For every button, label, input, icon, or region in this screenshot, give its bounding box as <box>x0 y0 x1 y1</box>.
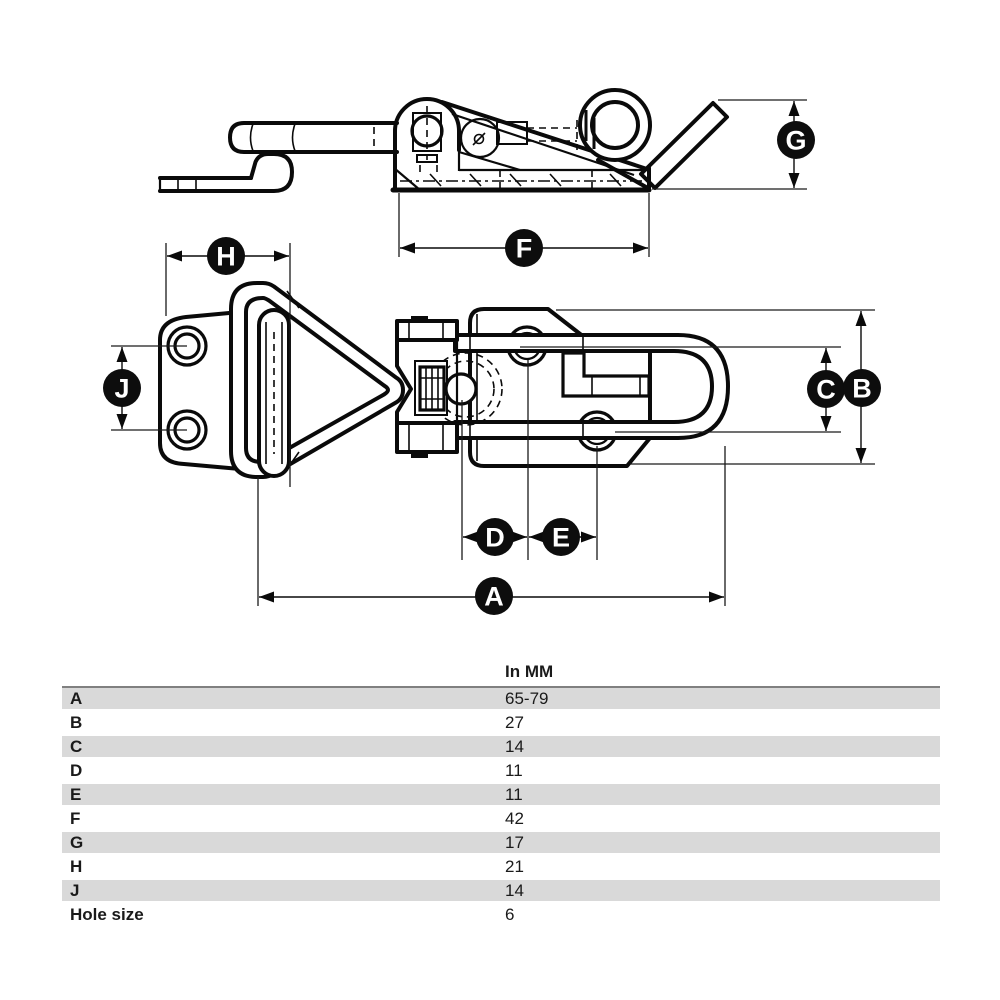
table-header-empty <box>62 662 505 688</box>
table-header-inmm: In MM <box>505 662 940 688</box>
row-label: E <box>62 782 505 808</box>
row-label: F <box>62 806 505 832</box>
side-view <box>158 88 807 257</box>
svg-text:F: F <box>516 234 533 264</box>
dim-label-J: J <box>103 369 141 407</box>
svg-text:B: B <box>852 374 872 404</box>
dim-label-E: E <box>542 518 580 556</box>
dim-label-D: D <box>476 518 514 556</box>
row-label: G <box>62 830 505 856</box>
rod-side <box>228 121 399 154</box>
latch-technical-drawing: G F H J CB D E A <box>103 88 881 615</box>
base-plate-side <box>390 166 652 193</box>
row-label: H <box>62 854 505 880</box>
row-label: C <box>62 734 505 760</box>
svg-text:H: H <box>216 242 236 272</box>
svg-text:C: C <box>816 375 836 405</box>
dim-label-G: G <box>777 121 815 159</box>
row-label: D <box>62 758 505 784</box>
row-value: 11 <box>505 758 940 784</box>
row-value: 11 <box>505 782 940 808</box>
swivel-bracket-plan <box>395 316 503 458</box>
row-value: 42 <box>505 806 940 832</box>
row-value: 14 <box>505 878 940 904</box>
hook-plate-plan <box>158 310 242 471</box>
row-label: J <box>62 878 505 904</box>
svg-text:E: E <box>552 523 570 553</box>
svg-text:G: G <box>785 126 806 156</box>
svg-text:A: A <box>484 582 504 612</box>
hook-plate-side <box>158 152 294 193</box>
table-header-row: In MM <box>62 662 940 688</box>
plan-view <box>111 243 875 606</box>
dim-label-H: H <box>207 237 245 275</box>
row-value: 65-79 <box>505 687 940 712</box>
row-value: 14 <box>505 734 940 760</box>
dim-label-B: B <box>843 369 881 407</box>
row-value: 17 <box>505 830 940 856</box>
row-value: 6 <box>505 902 940 928</box>
handle-side <box>639 101 729 190</box>
dim-label-A: A <box>475 577 513 615</box>
svg-text:J: J <box>114 374 129 404</box>
row-value: 27 <box>505 710 940 736</box>
row-label: B <box>62 710 505 736</box>
pivot-circle <box>444 372 478 406</box>
svg-text:D: D <box>485 523 505 553</box>
latch-base-plan <box>468 307 652 468</box>
row-label: Hole size <box>62 902 505 928</box>
row-label: A <box>62 687 505 712</box>
wire-loop-plan <box>229 281 405 479</box>
pivot-body-side <box>393 97 461 192</box>
dim-label-F: F <box>505 229 543 267</box>
lever-ring-side <box>578 88 729 190</box>
row-value: 21 <box>505 854 940 880</box>
dim-label-C: C <box>807 370 845 408</box>
